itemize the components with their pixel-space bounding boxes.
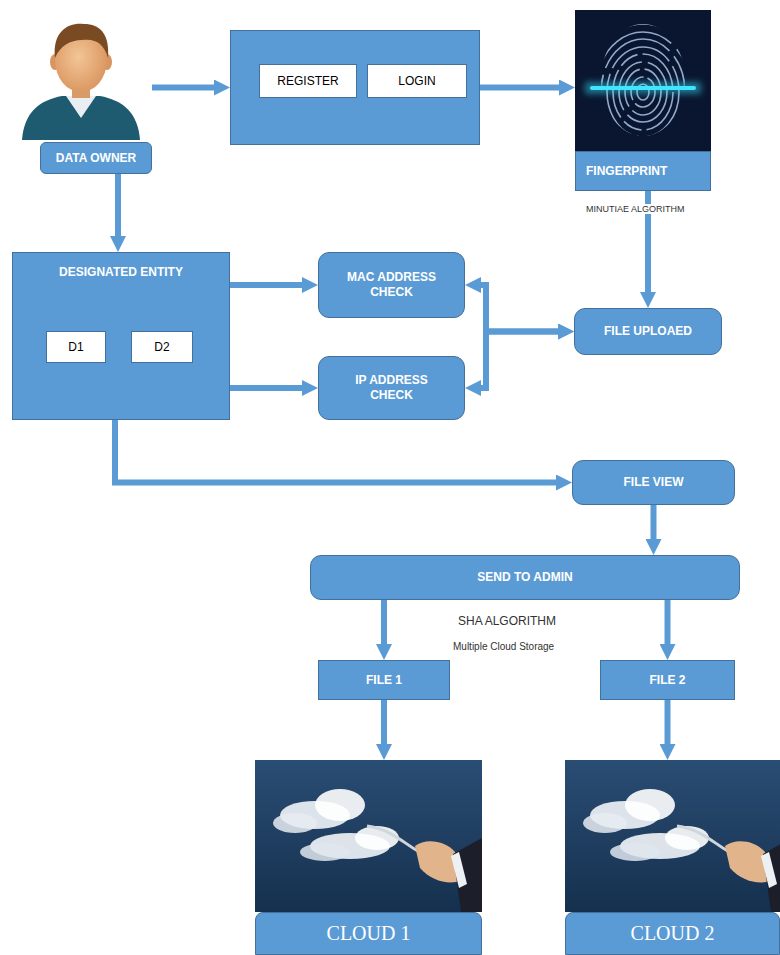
picture-part [55,24,109,58]
node-text: D1 [68,340,83,355]
node-text: LOGIN [398,74,435,89]
node-text: CLOUD 2 [565,912,780,955]
picture-part [590,86,696,90]
algorithm-note: SHA ALGORITHM [455,614,559,628]
node-text: SEND TO ADMIN [477,570,572,585]
node-text: FILE UPLOAED [604,324,692,339]
fingerprint-picture [575,10,711,160]
flow-arrow [473,285,566,332]
group-box: REGISTER LOGIN [230,30,480,145]
flow-arrow [115,174,121,244]
button-box: REGISTER [259,64,357,98]
algorithm-note: MINUTIAE ALGORITHM [583,204,688,214]
flow-arrow [152,85,222,91]
cloud-picture [255,760,482,912]
node-text: FILE 1 [366,673,402,688]
button-box: LOGIN [367,64,467,98]
device-box: D1 [46,331,106,363]
process-box: FILE UPLOAED [574,308,722,355]
node-text: DESIGNATED ENTITY [59,265,183,280]
node-text: D2 [154,340,169,355]
picture-part [575,10,711,152]
flow-arrow [480,85,567,91]
process-box: MAC ADDRESS CHECK [318,252,465,318]
picture-part [22,96,140,140]
process-box: IP ADDRESS CHECK [318,356,465,420]
flow-arrow [230,282,310,288]
node-text: FILE 2 [649,673,685,688]
device-box: D2 [131,331,193,363]
picture-part [66,96,96,118]
flow-arrow [665,700,671,752]
flow-arrow [230,385,310,391]
node-text: REGISTER [277,74,338,89]
cloud-picture [565,760,780,912]
node-text: CLOUD 1 [255,912,482,955]
flow-arrow [473,332,566,389]
cloud-panel: CLOUD 1 [255,760,482,955]
process-box: FILE VIEW [572,460,735,505]
flow-arrow [115,420,564,483]
node-text: IP ADDRESS CHECK [337,373,446,403]
node-text: FINGERPRINT [575,151,711,191]
picture-part [585,82,701,94]
file-box: FILE 2 [600,660,735,700]
storage-note: Multiple Cloud Storage [450,641,557,652]
flow-arrow [665,600,671,652]
process-box: SEND TO ADMIN [310,555,740,600]
node-text: MAC ADDRESS CHECK [337,270,446,300]
image-panel: FINGERPRINT [575,10,711,191]
flow-arrow [381,700,387,752]
actor-label: DATA OWNER [15,10,152,174]
cloud-panel: CLOUD 2 [565,760,780,955]
person-icon [22,24,140,140]
flow-arrow [381,600,387,652]
node-text: DATA OWNER [40,142,152,174]
file-box: FILE 1 [318,660,450,700]
flow-arrow [651,505,657,547]
node-text: FILE VIEW [624,475,684,490]
entity-box: DESIGNATED ENTITY D1 D2 [12,252,230,420]
